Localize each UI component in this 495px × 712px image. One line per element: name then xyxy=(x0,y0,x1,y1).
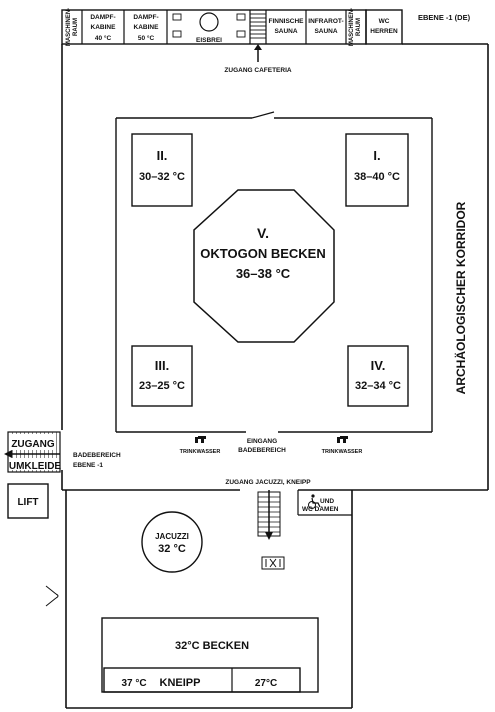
pool-i xyxy=(345,133,409,207)
becken-32-label: 32°C BECKEN xyxy=(175,640,249,652)
shower-icon xyxy=(261,556,285,570)
kneipp-right-temp: 27°C xyxy=(255,678,277,689)
water-tap-icon xyxy=(195,436,206,443)
pool-iii xyxy=(131,345,193,407)
pool-hall xyxy=(115,111,432,433)
pool-iv xyxy=(347,345,409,407)
korridor-label: ARCHÄOLOGISCHER KORRIDOR xyxy=(453,201,468,394)
finnische-sauna-label-2: SAUNA xyxy=(274,28,297,35)
water-tap-icon xyxy=(337,436,348,443)
pool-v-temp: 36–38 °C xyxy=(236,266,291,281)
jacuzzi-temp: 32 °C xyxy=(158,543,186,555)
eingang-label-2: BADEBEREICH xyxy=(238,447,286,454)
dampfkabine-50-temp: 50 °C xyxy=(138,34,155,42)
dampfkabine-40-label-1: DAMPF- xyxy=(90,14,115,21)
wc-herren-label-2: HERREN xyxy=(370,28,398,35)
zugang-umkleide-label-1: ZUGANG xyxy=(11,439,55,450)
arrow-up-icon xyxy=(254,44,262,62)
wc-damen-label-2: WC DAMEN xyxy=(302,506,339,513)
pool-iii-temp: 23–25 °C xyxy=(139,380,185,392)
eisbrei-label: EISBREI xyxy=(196,37,222,44)
ice-basin-icon xyxy=(199,12,219,32)
wc-herren-label-1: WC xyxy=(379,18,390,25)
badebereich-label-1: BADEBEREICH xyxy=(73,452,121,459)
zugang-umkleide-label-2: UMKLEIDE xyxy=(9,461,62,472)
kneipp-left-temp: 37 °C xyxy=(121,678,146,689)
pool-ii xyxy=(131,133,193,207)
level-label: EBENE -1 (DE) xyxy=(418,13,471,22)
kneipp-pool xyxy=(103,667,301,693)
dampfkabine-40-label-2: KABINE xyxy=(91,24,117,31)
wc-damen-label-1: UND xyxy=(320,498,334,505)
pool-i-number: I. xyxy=(373,148,380,163)
pool-iv-number: IV. xyxy=(371,358,386,373)
dampfkabine-50-label-1: DAMPF- xyxy=(133,14,158,21)
arrow-down-icon xyxy=(265,490,273,540)
eingang-label-1: EINGANG xyxy=(247,438,277,445)
zugang-cafeteria-label: ZUGANG CAFETERIA xyxy=(224,67,291,74)
door-icon xyxy=(45,585,59,607)
pool-iii-number: III. xyxy=(155,358,169,373)
main-hall-walls xyxy=(61,43,489,491)
infrarot-sauna-label-1: INFRAROT- xyxy=(308,18,343,25)
lower-section-walls xyxy=(65,490,353,709)
pool-ii-temp: 30–32 °C xyxy=(139,171,185,183)
arrow-left-icon xyxy=(4,450,60,458)
lift-box xyxy=(7,483,49,519)
dampfkabine-40-temp: 40 °C xyxy=(95,34,112,42)
pool-i-temp: 38–40 °C xyxy=(354,171,400,183)
jacuzzi-pool xyxy=(141,511,203,573)
maschinenraum-left-label-1: MASCHINEN- xyxy=(66,8,72,46)
pool-iv-temp: 32–34 °C xyxy=(355,380,401,392)
dampfkabine-50-label-2: KABINE xyxy=(134,24,160,31)
maschinenraum-left-label-2: RAUM xyxy=(73,18,79,36)
pool-v-name: OKTOGON BECKEN xyxy=(200,246,325,261)
kneipp-label: KNEIPP xyxy=(160,677,201,689)
finnische-sauna-label-1: FINNISCHE xyxy=(268,18,304,25)
pool-v-number: V. xyxy=(257,225,269,241)
pool-ii-number: II. xyxy=(157,148,168,163)
lift-label: LIFT xyxy=(17,497,38,508)
jacuzzi-label: JACUZZI xyxy=(155,532,189,541)
trinkwasser-right-label: TRINKWASSER xyxy=(322,449,363,455)
maschinenraum-right-label-1: MASCHINEN- xyxy=(349,8,355,46)
umkleide-stairs xyxy=(7,431,61,473)
trinkwasser-left-label: TRINKWASSER xyxy=(180,449,221,455)
infrarot-sauna-label-2: SAUNA xyxy=(314,28,337,35)
zugang-jacuzzi-label: ZUGANG JACUZZI, KNEIPP xyxy=(225,479,311,486)
stairs-icon xyxy=(250,13,266,39)
sink-icon xyxy=(172,13,246,38)
wheelchair-icon xyxy=(308,494,321,509)
badebereich-label-2: EBENE -1 xyxy=(73,462,103,469)
oktogon-pool xyxy=(193,189,335,343)
maschinenraum-right-label-2: RAUM xyxy=(356,18,362,36)
